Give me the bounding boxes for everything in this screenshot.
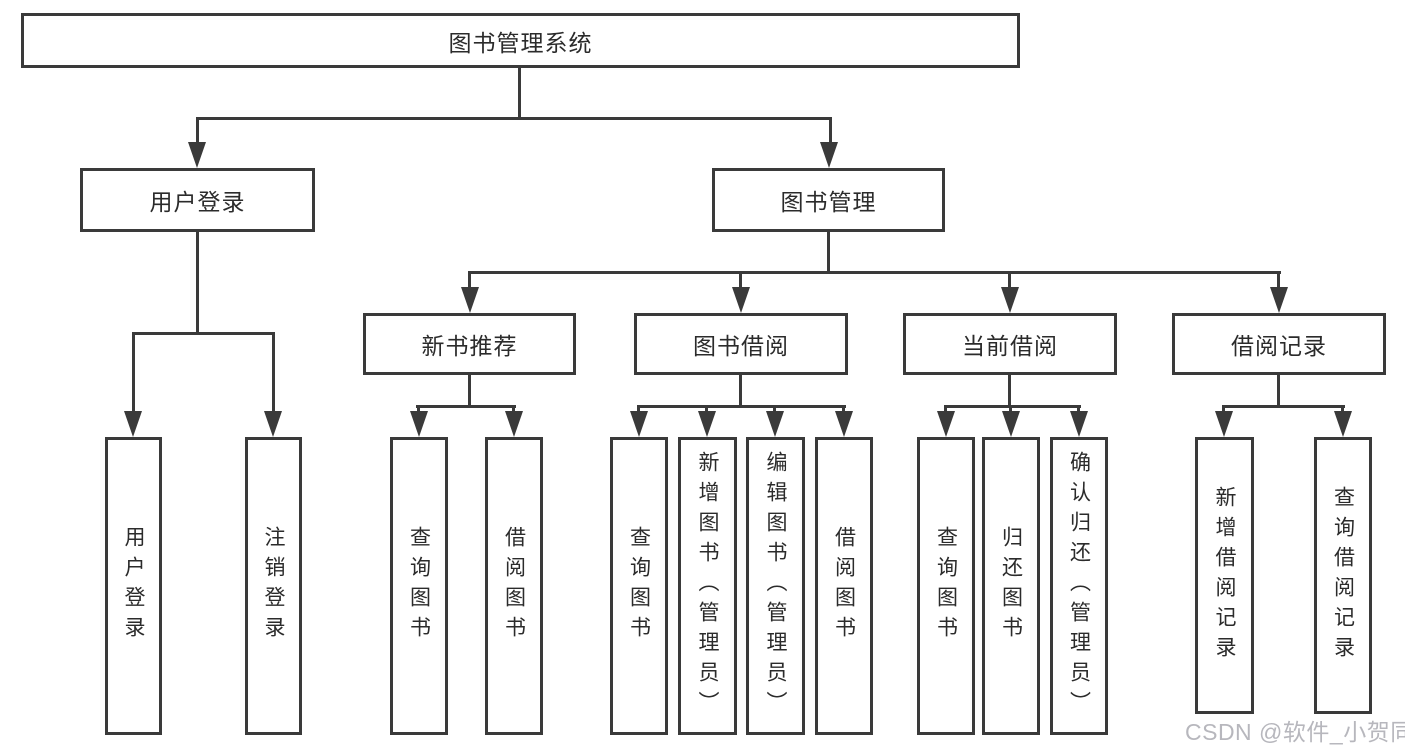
arrow-down-icon	[188, 142, 206, 168]
arrow-down-icon	[1334, 411, 1352, 437]
connector-vline	[1341, 405, 1344, 415]
node-label: 注销登录	[262, 526, 285, 646]
csdn-watermark: CSDN @软件_小贺同学	[1185, 719, 1405, 745]
arrow-down-icon	[264, 411, 282, 437]
connector-hline	[469, 271, 1281, 274]
connector-vline	[468, 375, 471, 408]
arrow-down-icon	[766, 411, 784, 437]
leaf-edit-books-admin: 编辑图书（管理员）	[746, 437, 805, 735]
node-label: 查询图书	[934, 526, 958, 646]
node-label: 确认归还（管理员）	[1067, 451, 1091, 721]
connector-vline	[196, 232, 199, 335]
connector-vline	[1222, 405, 1225, 415]
arrow-down-icon	[820, 142, 838, 168]
connector-vline	[637, 405, 640, 415]
connector-vline	[773, 405, 776, 415]
node-label: 图书管理系统	[448, 29, 593, 56]
node-label: 借阅图书	[502, 526, 526, 646]
connector-vline	[518, 68, 521, 120]
connector-hline	[944, 405, 1081, 408]
node-borrow-records: 借阅记录	[1172, 313, 1386, 375]
leaf-borrow-books-recommend: 借阅图书	[485, 437, 543, 735]
node-label: 图书借阅	[693, 333, 789, 359]
node-label: 查询图书	[407, 526, 431, 646]
connector-vline	[196, 117, 199, 144]
connector-hline	[132, 332, 275, 335]
connector-vline	[417, 405, 420, 415]
leaf-query-books-current: 查询图书	[917, 437, 975, 735]
arrow-down-icon	[505, 411, 523, 437]
connector-vline	[842, 405, 845, 415]
node-current-borrow: 当前借阅	[903, 313, 1117, 375]
node-label: 用户登录	[122, 526, 145, 646]
leaf-query-books-borrow: 查询图书	[610, 437, 668, 735]
connector-vline	[827, 232, 830, 274]
node-label: 查询图书	[627, 526, 651, 646]
node-label: 当前借阅	[962, 333, 1058, 359]
node-book-management: 图书管理	[712, 168, 945, 232]
connector-vline	[944, 405, 947, 415]
connector-vline	[739, 375, 742, 408]
connector-vline	[132, 332, 135, 413]
connector-vline	[829, 117, 832, 144]
connector-hline	[637, 405, 846, 408]
connector-hline	[416, 405, 516, 408]
leaf-add-books-admin: 新增图书（管理员）	[678, 437, 737, 735]
arrow-down-icon	[1215, 411, 1233, 437]
arrow-down-icon	[1070, 411, 1088, 437]
node-label: 图书管理	[780, 189, 877, 215]
arrow-down-icon	[1270, 287, 1288, 313]
connector-vline	[468, 271, 471, 289]
leaf-logout: 注销登录	[245, 437, 302, 735]
leaf-return-books: 归还图书	[982, 437, 1040, 735]
arrow-down-icon	[461, 287, 479, 313]
connector-vline	[1277, 271, 1280, 289]
connector-vline	[272, 332, 275, 413]
node-user-login: 用户登录	[80, 168, 315, 232]
connector-vline	[1008, 271, 1011, 289]
node-label: 新增借阅记录	[1213, 485, 1236, 666]
connector-vline	[1009, 405, 1012, 415]
arrow-down-icon	[124, 411, 142, 437]
node-label: 借阅记录	[1231, 333, 1327, 359]
node-new-book-recommend: 新书推荐	[363, 313, 576, 375]
node-system-root: 图书管理系统	[21, 13, 1020, 68]
arrow-down-icon	[1001, 287, 1019, 313]
arrow-down-icon	[937, 411, 955, 437]
node-label: 借阅图书	[832, 526, 856, 646]
node-label: 用户登录	[149, 189, 246, 215]
connector-vline	[739, 271, 742, 289]
node-label: 新书推荐	[421, 333, 518, 359]
connector-vline	[1008, 375, 1011, 408]
arrow-down-icon	[410, 411, 428, 437]
arrow-down-icon	[732, 287, 750, 313]
leaf-user-login: 用户登录	[105, 437, 162, 735]
node-label: 归还图书	[999, 526, 1023, 646]
leaf-query-borrow-record: 查询借阅记录	[1314, 437, 1372, 714]
connector-hline	[1222, 405, 1345, 408]
leaf-query-books-recommend: 查询图书	[390, 437, 448, 735]
arrow-down-icon	[630, 411, 648, 437]
leaf-borrow-books: 借阅图书	[815, 437, 873, 735]
node-label: 编辑图书（管理员）	[764, 451, 787, 721]
arrow-down-icon	[835, 411, 853, 437]
node-label: 查询借阅记录	[1331, 485, 1355, 666]
connector-vline	[512, 405, 515, 415]
node-label: 新增图书（管理员）	[696, 451, 719, 721]
connector-hline	[196, 117, 832, 120]
leaf-add-borrow-record: 新增借阅记录	[1195, 437, 1254, 714]
connector-vline	[1077, 405, 1080, 415]
connector-vline	[1277, 375, 1280, 408]
arrow-down-icon	[698, 411, 716, 437]
leaf-confirm-return-admin: 确认归还（管理员）	[1050, 437, 1108, 735]
arrow-down-icon	[1002, 411, 1020, 437]
node-book-borrow: 图书借阅	[634, 313, 848, 375]
connector-vline	[705, 405, 708, 415]
